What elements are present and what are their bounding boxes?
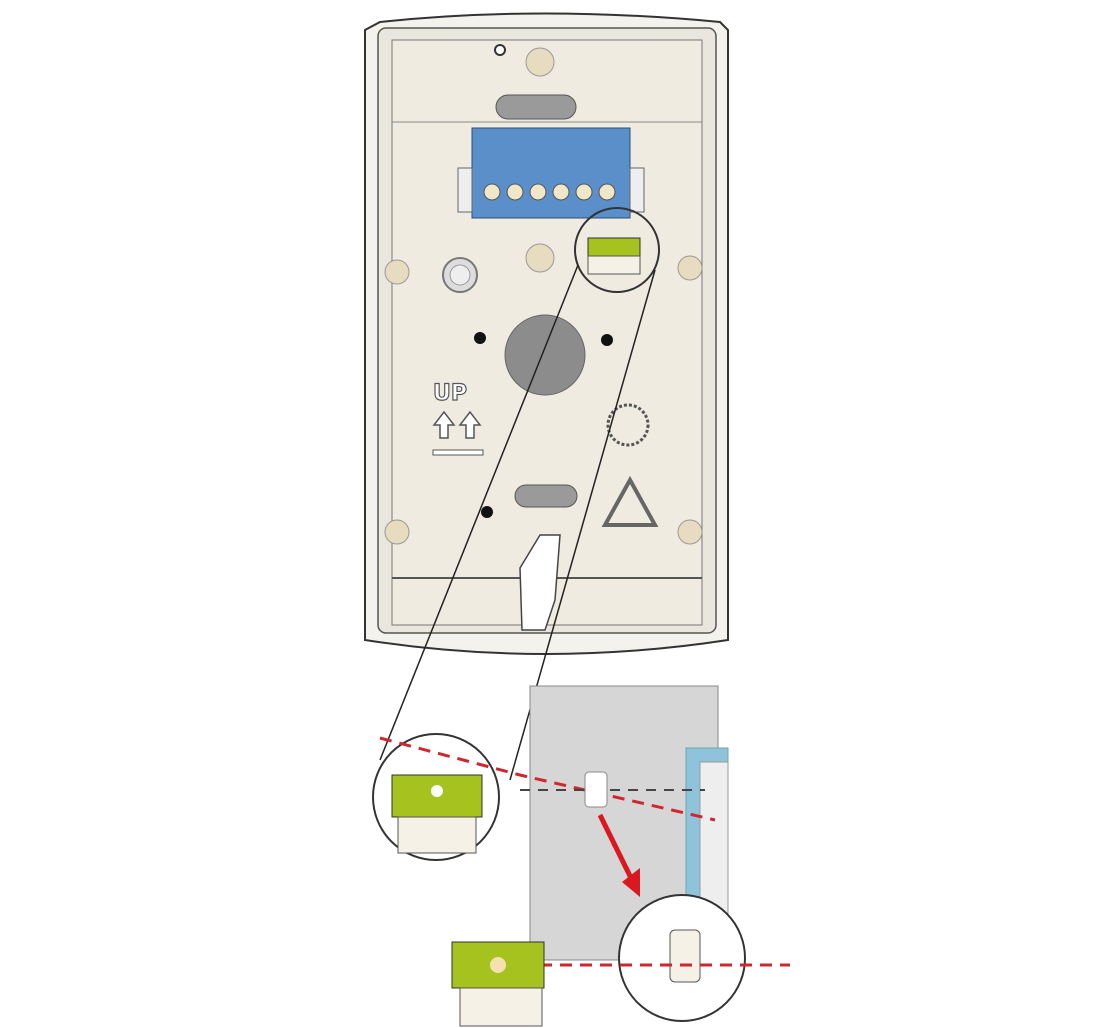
terminal-block xyxy=(457,127,645,219)
jumper-bottom xyxy=(451,941,545,1027)
detector-zoom-circle xyxy=(618,894,746,1022)
up-arrow-icon xyxy=(458,410,482,439)
up-arrow-icon xyxy=(432,410,456,439)
detector-housing: UP xyxy=(364,12,729,655)
jumper-detail-source xyxy=(574,207,660,293)
cable-entry xyxy=(504,314,586,396)
screw-holes xyxy=(384,47,703,545)
up-marking: UP xyxy=(432,380,484,456)
recycle-icon xyxy=(601,475,659,527)
red-arrow-icon xyxy=(622,868,640,897)
up-label: UP xyxy=(433,381,467,406)
jumper-zoom-circle xyxy=(372,733,500,861)
